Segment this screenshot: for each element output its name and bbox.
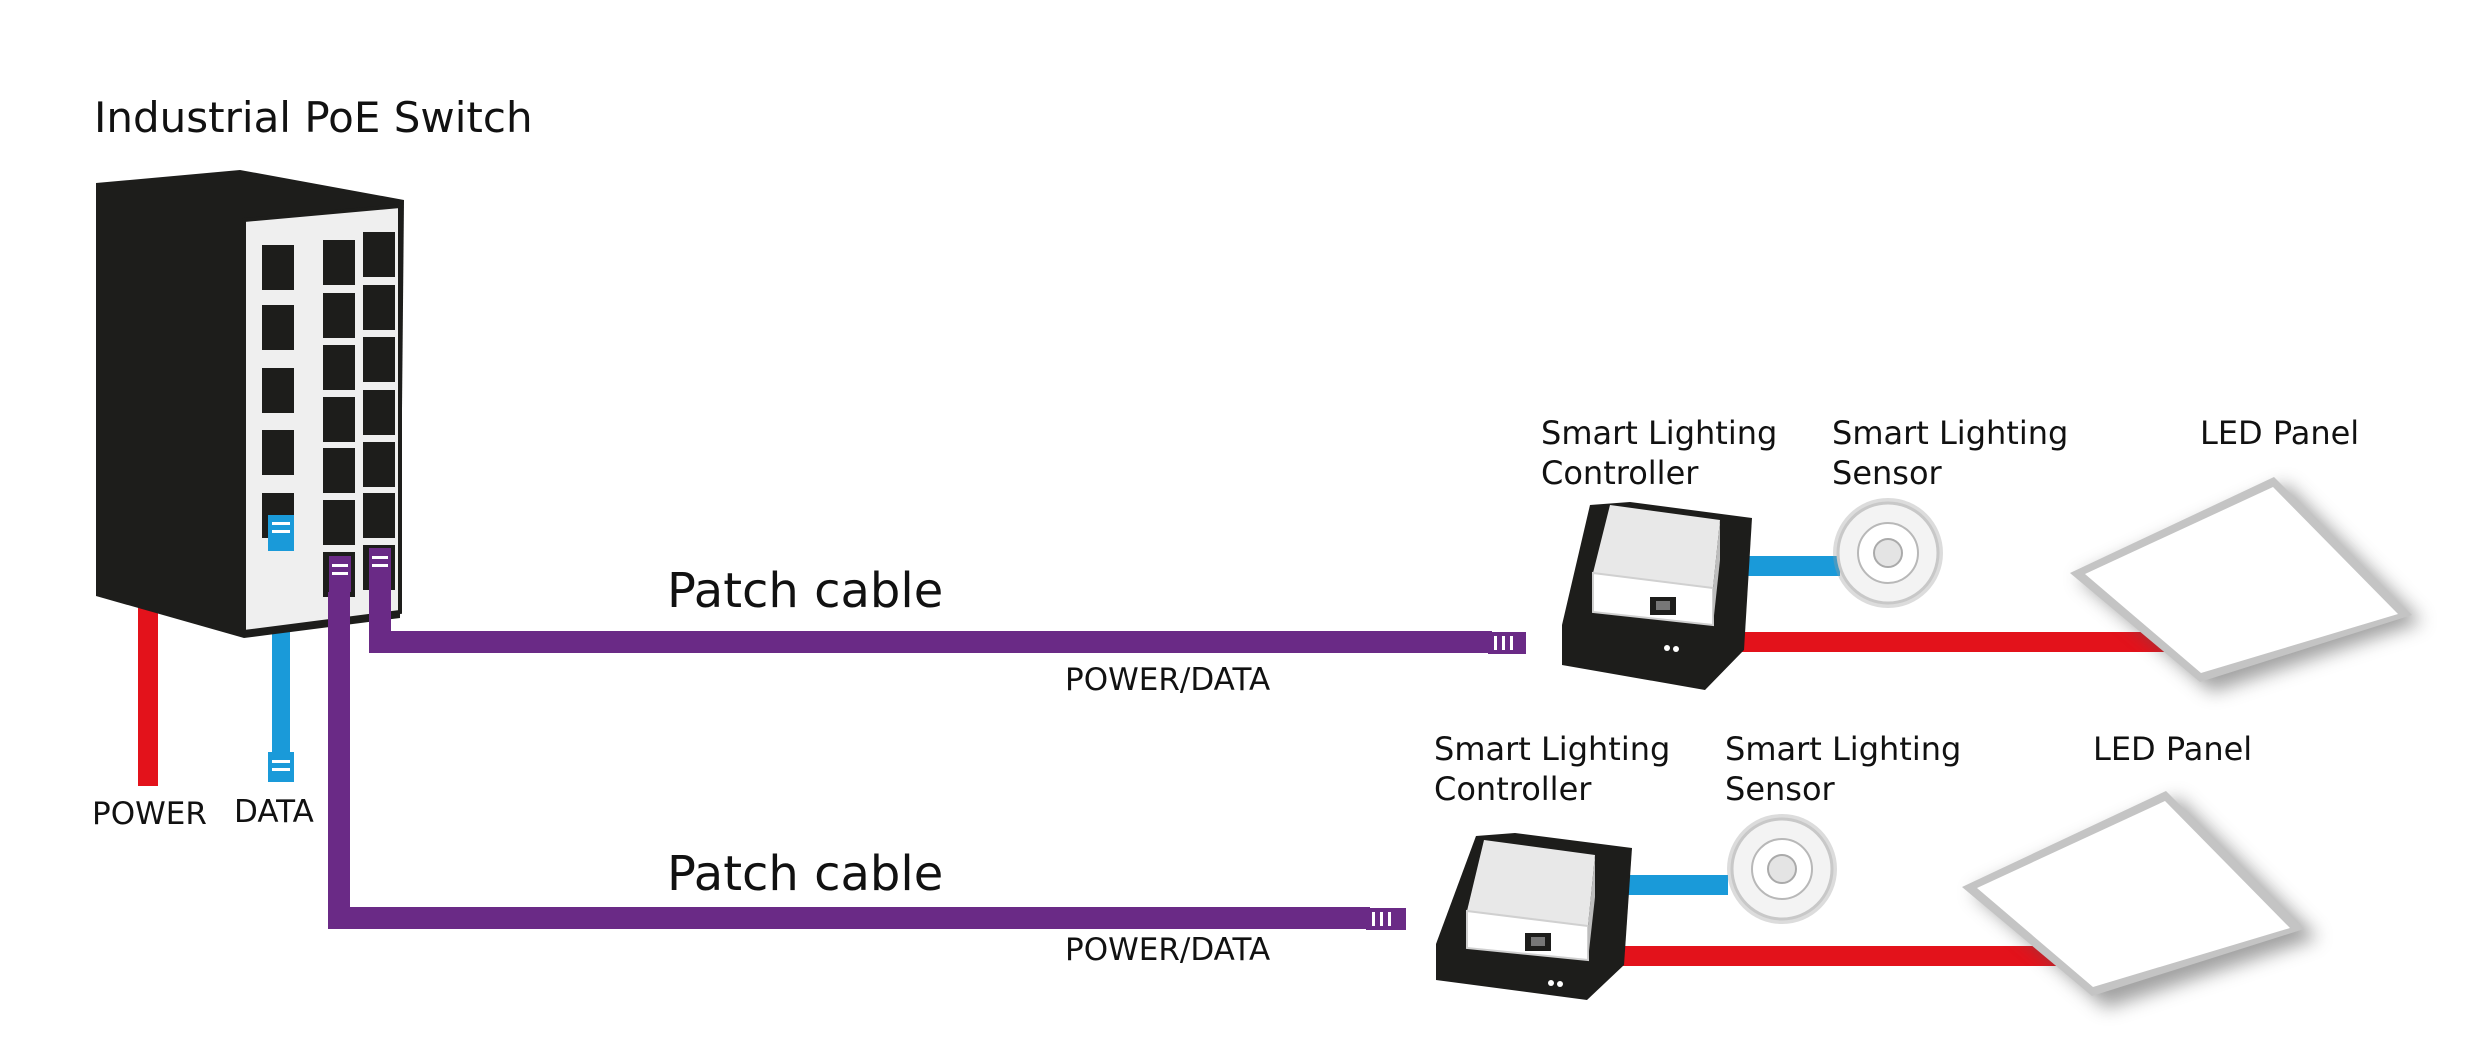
sensor-label-2-line1: Smart Lighting [1725,730,1961,768]
controller-label-1-line2: Controller [1541,454,1699,492]
data-label: DATA [234,794,314,830]
poe-port-plug-1 [329,556,351,592]
led-panel-1 [2070,477,2422,692]
lighting-group-2: Smart Lighting Controller Smart Lighting… [1434,730,2318,1008]
led-panel-label-1: LED Panel [2200,414,2359,452]
power-label: POWER [92,796,207,832]
controller-label-2-line2: Controller [1434,770,1592,808]
sensor-cable-1 [1740,556,1840,576]
controller-label-1-line1: Smart Lighting [1541,414,1777,452]
panel-power-cable-2 [1600,946,2070,966]
smart-lighting-sensor-1 [1833,498,1943,608]
panel-power-cable-1 [1710,632,2180,652]
lighting-group-1: Smart Lighting Controller Smart Lighting… [1541,414,2422,692]
smart-lighting-controller-1 [1562,502,1752,690]
patch-cable-1 [369,584,1492,653]
sensor-cable-2 [1628,875,1728,895]
sensor-label-2-line2: Sensor [1725,770,1836,808]
led-panel-label-2: LED Panel [2093,730,2252,768]
patch-cable-label-1: Patch cable [667,563,943,619]
power-data-label-2: POWER/DATA [1065,932,1270,968]
led-panel-2 [1962,791,2318,1008]
power-input-cable [138,596,158,786]
sensor-label-1-line1: Smart Lighting [1832,414,2068,452]
poe-port-plug-2 [369,548,391,584]
poe-switch [96,170,404,638]
switch-title: Industrial PoE Switch [94,93,533,142]
data-cable-connector [268,752,294,782]
data-port-plug [268,515,294,551]
patch-cable-2-connector [1366,908,1406,930]
smart-lighting-controller-2 [1436,833,1632,1000]
sensor-label-1-line2: Sensor [1832,454,1943,492]
smart-lighting-sensor-2 [1727,814,1837,924]
patch-cable-label-2: Patch cable [667,846,943,902]
patch-cable-2 [328,592,1370,929]
power-data-label-1: POWER/DATA [1065,662,1270,698]
patch-cable-1-connector [1488,632,1526,654]
controller-label-2-line1: Smart Lighting [1434,730,1670,768]
